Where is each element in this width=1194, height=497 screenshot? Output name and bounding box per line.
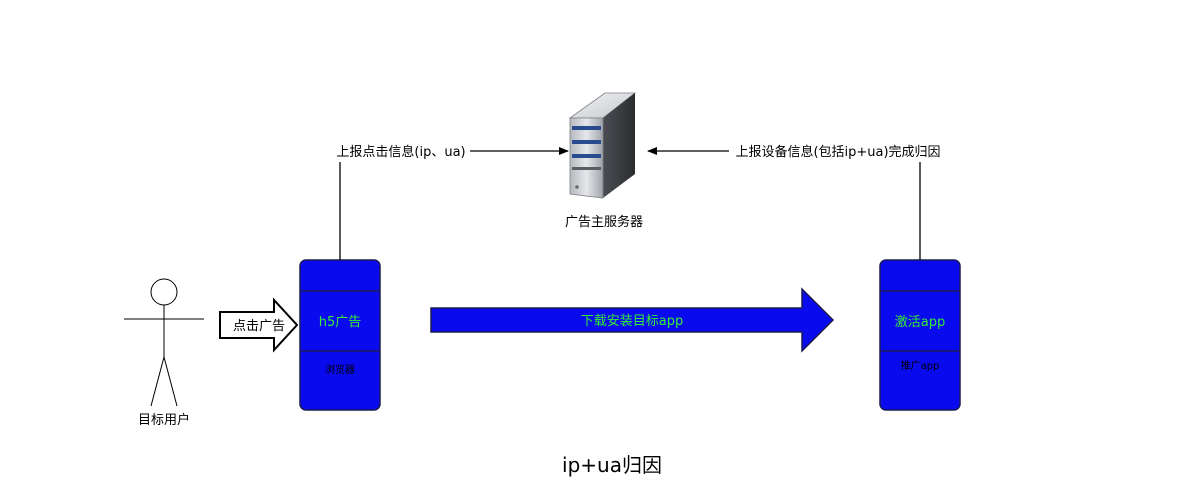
click-arrow <box>219 297 299 353</box>
browser-device <box>299 259 381 411</box>
server-label: 广告主服务器 <box>565 214 643 230</box>
download-arrow-label: 下载安装目标app <box>581 314 683 329</box>
browser-device-body <box>299 259 381 411</box>
user-head <box>150 278 178 306</box>
report-right-label: 上报设备信息(包括ip+ua)完成归因 <box>735 144 940 160</box>
app-device-body <box>879 259 961 411</box>
download-arrow <box>430 287 835 353</box>
app-device-top-label: 激活app <box>895 315 945 330</box>
user-left-leg <box>150 356 165 407</box>
click-arrow-label: 点击广告 <box>233 319 285 334</box>
browser-device-top-label: h5广告 <box>319 315 362 330</box>
server-icon-led <box>575 185 579 189</box>
app-device <box>879 259 961 411</box>
server-icon-bay-1 <box>572 126 601 130</box>
user-right-leg <box>163 356 178 407</box>
diagram-title: ip+ua归因 <box>562 453 662 477</box>
user-figure <box>124 278 204 407</box>
server-icon-bay-2 <box>572 140 601 144</box>
server-icon-bay-3 <box>572 154 601 158</box>
server-icon-bay-4 <box>572 167 601 170</box>
server-icon-side <box>603 93 635 198</box>
user-label: 目标用户 <box>138 412 190 428</box>
app-device-bottom-label: 推广app <box>901 359 940 372</box>
server-icon <box>568 92 637 199</box>
browser-device-bottom-label: 浏览器 <box>325 363 355 376</box>
report-left-label: 上报点击信息(ip、ua) <box>336 144 465 160</box>
